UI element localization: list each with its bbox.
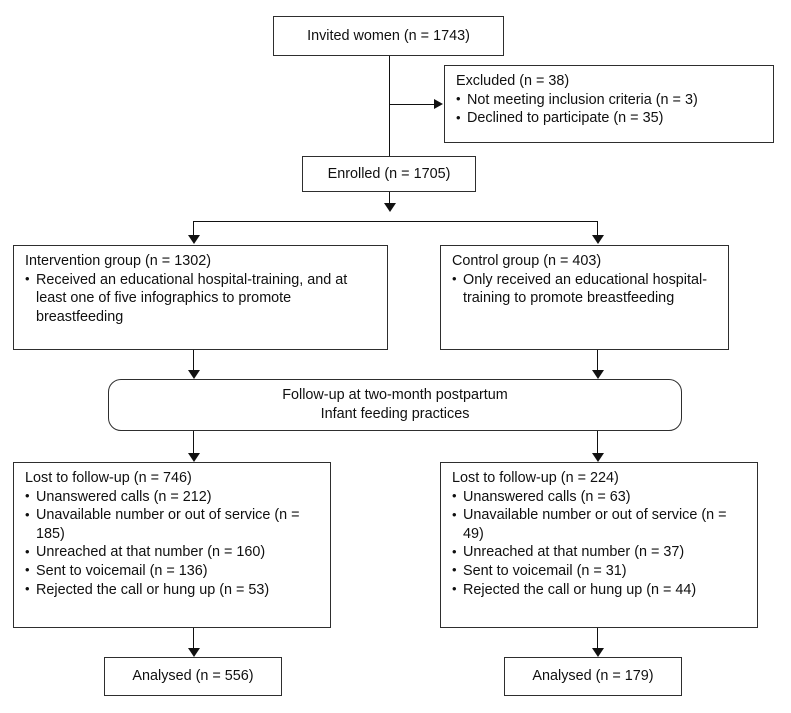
list-item: Unavailable number or out of service (n … (452, 506, 748, 543)
node-followup: Follow-up at two-month postpartum Infant… (108, 379, 682, 431)
node-lost-control-list: Unanswered calls (n = 63) Unavailable nu… (452, 487, 748, 600)
node-enrolled-label: Enrolled (n = 1705) (327, 165, 451, 182)
node-analysed-control-label: Analysed (n = 179) (532, 668, 654, 685)
list-item: Unreached at that number (n = 160) (25, 543, 321, 562)
arrowhead-intervention-followup-icon (188, 370, 200, 379)
list-item: Not meeting inclusion criteria (n = 3) (456, 90, 764, 110)
connector-intervention-to-followup (193, 350, 194, 374)
connector-followup-to-lost-intervention (193, 431, 194, 459)
node-intervention-group: Intervention group (n = 1302) Received a… (13, 245, 388, 350)
list-item: Sent to voicemail (n = 136) (25, 561, 321, 581)
connector-lost-to-analysed-intervention (193, 628, 194, 654)
node-analysed-intervention-label: Analysed (n = 556) (132, 668, 254, 685)
connector-control-to-followup (597, 350, 598, 374)
list-item: Unanswered calls (n = 63) (452, 487, 748, 507)
connector-invited-to-enrolled (389, 56, 390, 156)
arrowhead-to-intervention-icon (188, 235, 200, 244)
node-excluded-title: Excluded (n = 38) (456, 73, 570, 89)
node-intervention-group-list: Received an educational hospital-trainin… (25, 270, 378, 327)
list-item: Unavailable number or out of service (n … (25, 506, 321, 543)
arrowhead-control-followup-icon (592, 370, 604, 379)
arrowhead-lost-control-icon (592, 453, 604, 462)
connector-invited-to-excluded (389, 104, 436, 105)
connector-split-left (193, 221, 194, 238)
list-item: Received an educational hospital-trainin… (25, 270, 378, 327)
list-item: Unreached at that number (n = 37) (452, 543, 748, 562)
connector-allocation-split-bar (193, 221, 597, 222)
node-control-group-list: Only received an educational hospital-tr… (452, 270, 719, 308)
node-excluded: Excluded (n = 38) Not meeting inclusion … (444, 65, 774, 143)
node-invited-women: Invited women (n = 1743) (273, 16, 504, 56)
list-item: Sent to voicemail (n = 31) (452, 561, 748, 581)
node-lost-intervention: Lost to follow-up (n = 746) Unanswered c… (13, 462, 331, 628)
node-excluded-list: Not meeting inclusion criteria (n = 3) D… (456, 90, 764, 128)
list-item: Rejected the call or hung up (n = 53) (25, 580, 321, 600)
connector-lost-to-analysed-control (597, 628, 598, 654)
list-item: Declined to participate (n = 35) (456, 109, 764, 128)
arrowhead-lost-intervention-icon (188, 453, 200, 462)
node-intervention-group-title: Intervention group (n = 1302) (25, 253, 212, 269)
node-analysed-control: Analysed (n = 179) (504, 657, 682, 696)
node-lost-intervention-list: Unanswered calls (n = 212) Unavailable n… (25, 487, 321, 600)
node-lost-control: Lost to follow-up (n = 224) Unanswered c… (440, 462, 758, 628)
node-control-group: Control group (n = 403) Only received an… (440, 245, 729, 350)
connector-split-right (597, 221, 598, 238)
arrowhead-enrolled-split-icon (384, 203, 396, 212)
node-control-group-title: Control group (n = 403) (452, 253, 602, 269)
list-item: Only received an educational hospital-tr… (452, 270, 719, 308)
connector-followup-to-lost-control (597, 431, 598, 459)
connector-enrolled-down (389, 192, 390, 206)
node-lost-intervention-title: Lost to follow-up (n = 746) (25, 470, 192, 486)
list-item: Unanswered calls (n = 212) (25, 487, 321, 507)
node-followup-line1: Follow-up at two-month postpartum (282, 387, 508, 404)
arrowhead-to-control-icon (592, 235, 604, 244)
node-analysed-intervention: Analysed (n = 556) (104, 657, 282, 696)
list-item: Rejected the call or hung up (n = 44) (452, 580, 748, 600)
arrowhead-analysed-control-icon (592, 648, 604, 657)
node-lost-control-title: Lost to follow-up (n = 224) (452, 470, 619, 486)
arrowhead-analysed-intervention-icon (188, 648, 200, 657)
arrowhead-to-excluded-icon (434, 99, 443, 109)
node-invited-women-label: Invited women (n = 1743) (307, 27, 470, 44)
node-followup-line2: Infant feeding practices (320, 406, 470, 422)
node-enrolled: Enrolled (n = 1705) (302, 156, 476, 192)
